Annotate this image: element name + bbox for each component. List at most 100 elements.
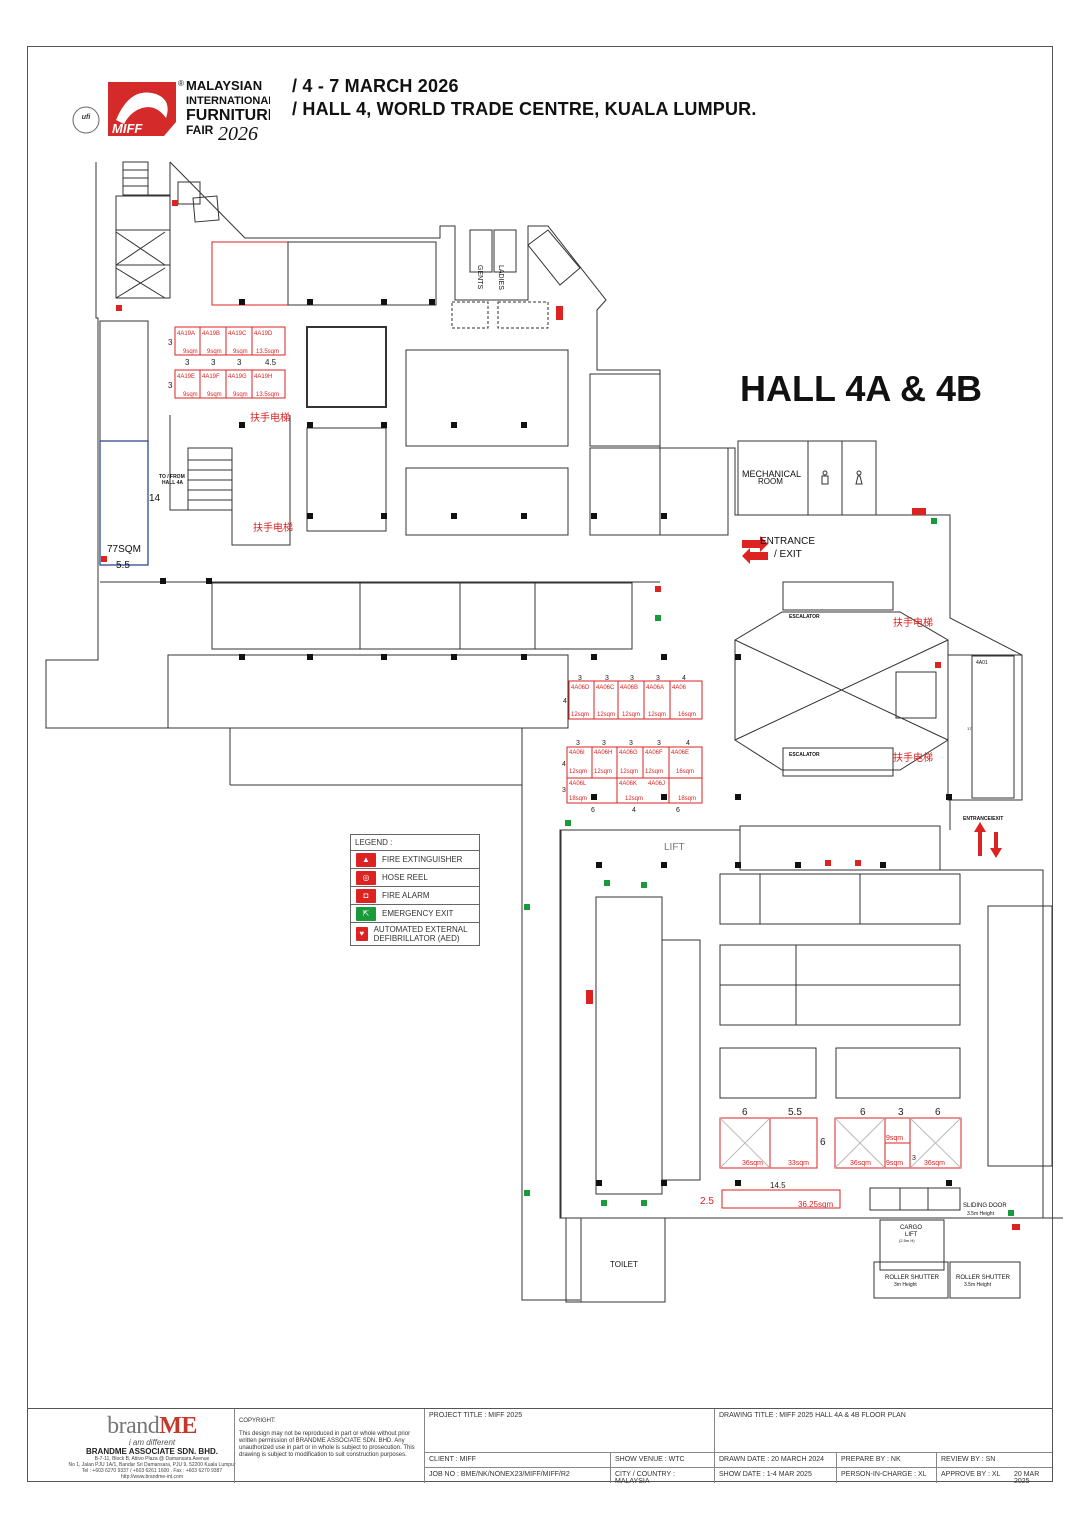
svg-text:9sqm: 9sqm (233, 349, 248, 355)
svg-text:12sqm: 12sqm (620, 769, 638, 775)
legend-item: ▲ FIRE EXTINGUISHER (351, 851, 479, 869)
svg-text:4: 4 (632, 807, 636, 814)
svg-text:HALL 4A: HALL 4A (162, 480, 183, 486)
booths-4a06 (566, 680, 703, 804)
legend-item: ⇱ EMERGENCY EXIT (351, 905, 479, 923)
svg-text:4A06F: 4A06F (645, 750, 663, 756)
svg-text:扶手电梯: 扶手电梯 (893, 751, 933, 764)
svg-text:9sqm: 9sqm (886, 1160, 903, 1167)
svg-text:扶手电梯: 扶手电梯 (253, 521, 293, 534)
svg-text:4A06K: 4A06K (619, 781, 637, 787)
svg-text:12sqm: 12sqm (594, 769, 612, 775)
svg-text:6: 6 (820, 1137, 826, 1148)
svg-text:16sqm: 16sqm (676, 769, 694, 775)
svg-text:4A06L: 4A06L (569, 781, 587, 787)
svg-text:TOILET: TOILET (610, 1260, 638, 1269)
svg-text:9sqm: 9sqm (183, 392, 198, 398)
svg-text:9sqm: 9sqm (207, 349, 222, 355)
fire-equipment-markers (101, 200, 1020, 1230)
svg-text:36sqm: 36sqm (850, 1160, 871, 1167)
booths-4a19 (174, 326, 286, 399)
svg-text:3: 3 (562, 787, 566, 794)
svg-text:ufi: ufi (82, 114, 92, 121)
svg-text:4A06J: 4A06J (648, 781, 665, 787)
svg-text:3: 3 (629, 740, 633, 747)
brandme-logo: brandME i am different BRANDME ASSOCIATE… (68, 1413, 236, 1480)
svg-text:4: 4 (562, 761, 566, 768)
svg-text:6: 6 (676, 807, 680, 814)
svg-text:4A19C: 4A19C (228, 331, 247, 337)
hall-title: HALL 4A & 4B (740, 368, 983, 409)
svg-text:3: 3 (168, 381, 173, 390)
svg-text:4: 4 (686, 740, 690, 747)
event-venue: / HALL 4, WORLD TRADE CENTRE, KUALA LUMP… (292, 99, 757, 119)
svg-text:4A19H: 4A19H (254, 374, 272, 380)
svg-text:4A19E: 4A19E (177, 374, 195, 380)
emergency-exit-icon: ⇱ (356, 906, 376, 921)
booth-77sqm (99, 440, 149, 566)
svg-text:SLIDING DOOR: SLIDING DOOR (963, 1203, 1007, 1209)
svg-text:4A06C: 4A06C (596, 685, 615, 691)
svg-text:4A06: 4A06 (672, 685, 687, 691)
fire-extinguisher-icon: ▲ (356, 852, 376, 867)
svg-text:FURNITURE: FURNITURE (186, 107, 270, 124)
svg-text:6: 6 (935, 1107, 941, 1118)
svg-text:TO / FROM: TO / FROM (159, 474, 185, 480)
svg-text:MIFF: MIFF (112, 121, 143, 136)
svg-text:36sqm: 36sqm (742, 1160, 763, 1167)
svg-text:2026: 2026 (218, 123, 258, 145)
svg-text:LIFT: LIFT (905, 1232, 918, 1238)
svg-text:12sqm: 12sqm (622, 712, 640, 718)
svg-text:ENTRANCE/EXIT: ENTRANCE/EXIT (963, 816, 1003, 822)
svg-text:4A19B: 4A19B (202, 331, 220, 337)
svg-text:(2.5m H): (2.5m H) (899, 1238, 915, 1243)
svg-text:3: 3 (576, 740, 580, 747)
svg-text:9sqm: 9sqm (183, 349, 198, 355)
svg-text:3.5m Height: 3.5m Height (967, 1211, 995, 1217)
show-venue: SHOW VENUE : WTC (610, 1453, 714, 1468)
header: ufi MIFF MALAYSIAN INTERNATIONAL FURNITU… (60, 68, 780, 148)
svg-text:14: 14 (149, 493, 161, 504)
svg-text:3: 3 (211, 358, 216, 367)
svg-text:16sqm: 16sqm (678, 712, 696, 718)
columns (160, 299, 952, 1186)
svg-text:4: 4 (563, 698, 567, 705)
svg-text:9sqm: 9sqm (233, 392, 248, 398)
west-wall (45, 162, 580, 1301)
svg-text:/ EXIT: / EXIT (774, 549, 802, 560)
svg-text:®: ® (178, 79, 184, 88)
svg-text:LIFT: LIFT (664, 842, 685, 853)
prepare-by: PREPARE BY : NK (836, 1453, 936, 1468)
svg-text:13.5sqm: 13.5sqm (256, 392, 279, 398)
svg-text:18sqm: 18sqm (569, 796, 587, 802)
svg-text:3: 3 (237, 358, 242, 367)
hose-reel-icon: ◎ (356, 870, 376, 885)
svg-text:5.5: 5.5 (788, 1107, 802, 1118)
approve-by: APPROVE BY : XL (936, 1468, 1010, 1483)
legend-item: ♥ AUTOMATED EXTERNAL DEFIBRILLATOR (AED) (351, 923, 479, 945)
entrance-arrows (742, 536, 1002, 858)
legend: LEGEND : ▲ FIRE EXTINGUISHER ◎ HOSE REEL… (350, 834, 480, 946)
svg-text:3: 3 (578, 675, 582, 682)
svg-text:17: 17 (967, 726, 972, 731)
svg-text:9sqm: 9sqm (886, 1135, 903, 1142)
svg-text:12sqm: 12sqm (597, 712, 615, 718)
svg-text:MALAYSIAN: MALAYSIAN (186, 78, 262, 93)
svg-text:3: 3 (185, 358, 190, 367)
svg-text:4A06B: 4A06B (620, 685, 638, 691)
job-no: JOB NO : BME/NK/NONEX23/MIFF/MIFF/R2 (424, 1468, 610, 1483)
legend-item: ◎ HOSE REEL (351, 869, 479, 887)
svg-text:3: 3 (656, 675, 660, 682)
svg-text:3m Height: 3m Height (894, 1282, 917, 1288)
svg-text:3: 3 (630, 675, 634, 682)
north-wall (169, 161, 1023, 830)
svg-text:3: 3 (605, 675, 609, 682)
svg-text:3: 3 (168, 338, 173, 347)
svg-text:4A19A: 4A19A (177, 331, 195, 337)
stair-block (115, 195, 171, 299)
legend-item: ◘ FIRE ALARM (351, 887, 479, 905)
svg-text:5.5: 5.5 (116, 560, 130, 571)
